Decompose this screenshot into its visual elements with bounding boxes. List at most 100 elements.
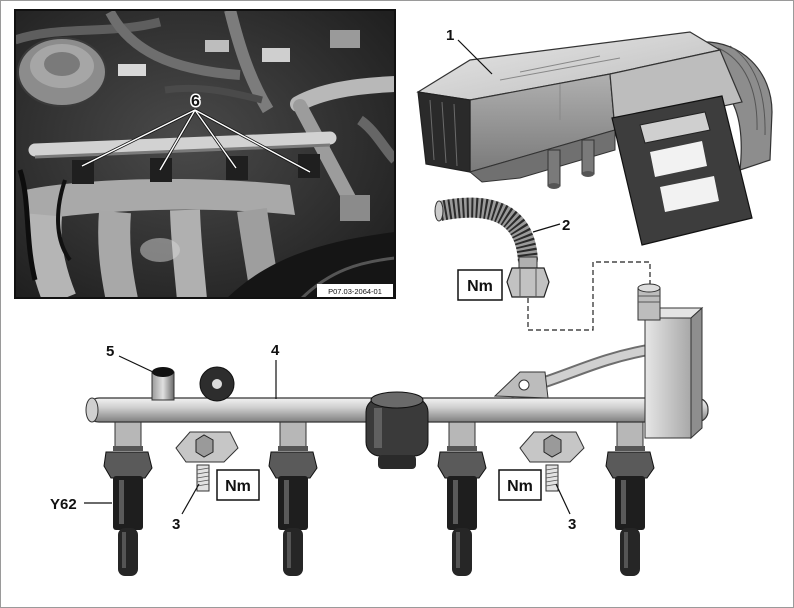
injector-highlight bbox=[456, 532, 460, 568]
photo-bracket bbox=[340, 195, 370, 221]
photo-connector bbox=[262, 48, 290, 62]
callout-4: 4 bbox=[271, 342, 280, 359]
photo-connector bbox=[330, 30, 360, 48]
screw-thread bbox=[196, 467, 210, 487]
injector-cup bbox=[114, 419, 142, 449]
callout-2-leader bbox=[532, 223, 561, 233]
injector-highlight bbox=[621, 480, 626, 524]
photo-pipe bbox=[290, 76, 395, 112]
photo-wire bbox=[56, 179, 72, 262]
injector-cup bbox=[616, 419, 644, 449]
torque-label-left: Nm bbox=[225, 478, 251, 495]
injector-highlight bbox=[284, 480, 289, 524]
torque-label-right: Nm bbox=[507, 478, 533, 495]
photo-intake-runner bbox=[170, 209, 207, 298]
hose-connection-path bbox=[527, 261, 651, 331]
photo-fuel-rail-shadow bbox=[34, 143, 331, 159]
callout-1: 1 bbox=[446, 27, 454, 44]
callout-5-leader bbox=[118, 355, 154, 373]
injector-highlight bbox=[624, 532, 628, 568]
bracket-bolt-head bbox=[195, 434, 214, 458]
photo-hose bbox=[105, 10, 241, 80]
injector-nozzle bbox=[283, 528, 303, 576]
torque-box-hose bbox=[457, 269, 503, 301]
injector bbox=[605, 419, 655, 576]
photo-injector-connector bbox=[298, 154, 320, 178]
module-name-plate bbox=[639, 111, 711, 144]
injector bbox=[103, 419, 153, 576]
photo-highlight bbox=[140, 238, 180, 262]
washer-hole bbox=[212, 379, 222, 389]
torque-label-hose: Nm bbox=[467, 278, 493, 295]
injector-nozzle bbox=[452, 528, 472, 576]
rail-bolt bbox=[151, 367, 175, 401]
injector-o-ring bbox=[615, 446, 645, 451]
photo-reference: P07.03-2064-01 bbox=[328, 287, 382, 296]
photo-frame bbox=[14, 9, 396, 299]
torque-box-right bbox=[498, 469, 542, 501]
photo-body-panel bbox=[227, 232, 395, 298]
bracket-post-front bbox=[644, 317, 692, 439]
injector-nozzle bbox=[620, 528, 640, 576]
injector-connector bbox=[605, 451, 655, 479]
housing-mount-peg bbox=[547, 149, 561, 187]
injector-body bbox=[278, 476, 308, 530]
callout-6-leaders bbox=[81, 108, 311, 174]
screw-thread bbox=[545, 467, 559, 487]
callout-2: 2 bbox=[562, 217, 570, 234]
housing-inlet-ribs bbox=[429, 99, 458, 167]
engine-photo-inset bbox=[15, 10, 395, 298]
photo-injector-connector bbox=[72, 160, 94, 184]
callout-3-right: 3 bbox=[568, 516, 576, 533]
photo-pipe bbox=[293, 99, 357, 207]
housing-mount-peg-end bbox=[548, 183, 560, 189]
photo-hose bbox=[164, 84, 263, 104]
photo-connector bbox=[118, 64, 146, 76]
rail-washer bbox=[199, 366, 235, 402]
housing-top-details bbox=[499, 55, 621, 120]
pressure-regulator bbox=[365, 391, 429, 469]
injector-connector bbox=[437, 451, 487, 479]
mounting-screw-left bbox=[196, 464, 210, 492]
callout-3-left-leader bbox=[181, 483, 200, 515]
fuel-supply-hose bbox=[434, 197, 550, 298]
injector bbox=[437, 419, 487, 576]
injector-body bbox=[447, 476, 477, 530]
regulator-dome bbox=[370, 391, 424, 409]
photo-reference-tag bbox=[317, 284, 393, 297]
supply-fitting bbox=[637, 287, 661, 321]
injector-o-ring bbox=[447, 446, 477, 451]
mounting-screw-right bbox=[545, 464, 559, 492]
photo-hose bbox=[15, 17, 162, 45]
housing-mount-peg bbox=[581, 139, 595, 175]
injector-nozzle bbox=[118, 528, 138, 576]
injector-connector bbox=[268, 451, 318, 479]
injector-highlight bbox=[122, 532, 126, 568]
hose-ferrule bbox=[518, 256, 538, 269]
torque-box-left bbox=[216, 469, 260, 501]
housing-duct-ribs bbox=[717, 45, 766, 136]
air-filter-housing bbox=[416, 31, 773, 246]
callout-1-leader bbox=[457, 39, 493, 75]
injector-body bbox=[113, 476, 143, 530]
mounting-bracket-left bbox=[175, 431, 239, 463]
regulator-base bbox=[378, 455, 416, 469]
injector-body bbox=[615, 476, 645, 530]
bolt-head bbox=[152, 367, 174, 377]
module-label-sticker bbox=[660, 176, 719, 212]
photo-connector bbox=[205, 40, 229, 52]
hose-end bbox=[434, 200, 444, 222]
callout-5: 5 bbox=[106, 343, 114, 360]
photo-oil-cap-center bbox=[44, 52, 80, 76]
hose-braid-texture bbox=[438, 197, 538, 263]
module-label-sticker bbox=[650, 141, 707, 177]
hose-union-nut bbox=[506, 267, 550, 298]
photo-wire bbox=[17, 169, 38, 281]
injector-o-ring bbox=[113, 446, 143, 451]
housing-mount-peg-end bbox=[582, 171, 594, 177]
injector-cup bbox=[279, 419, 307, 449]
supply-fitting-top bbox=[637, 283, 661, 293]
injector-highlight bbox=[287, 532, 291, 568]
photo-intake-runner bbox=[98, 210, 138, 298]
